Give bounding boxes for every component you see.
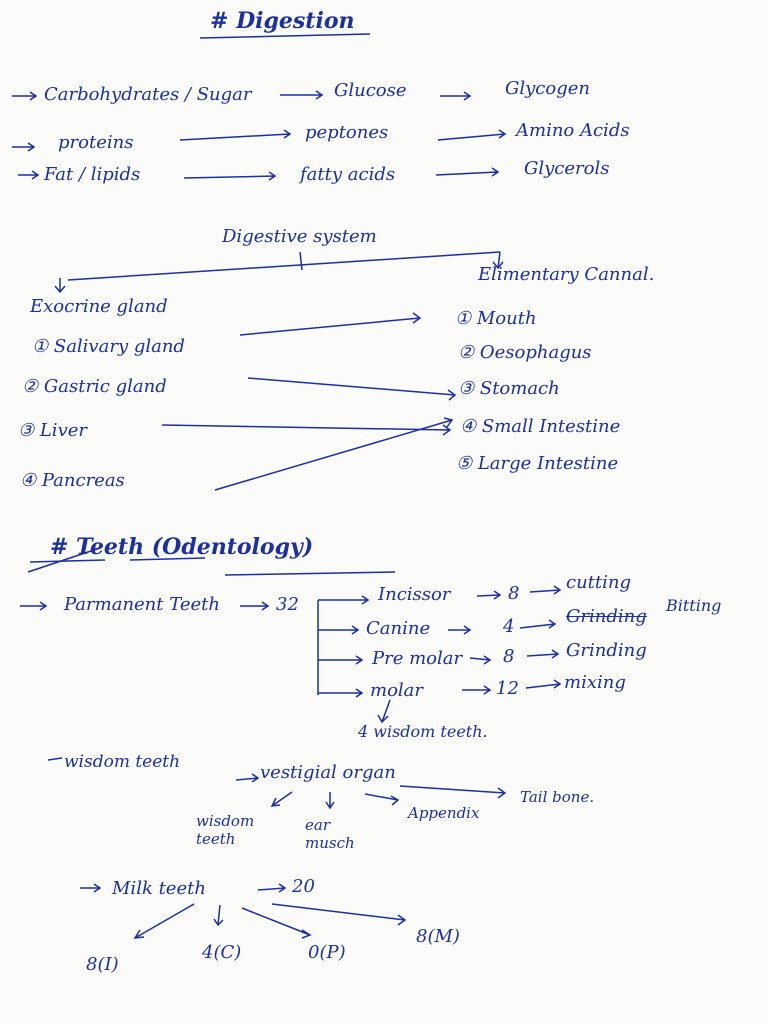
molar-count: 12 [496, 678, 519, 699]
amino-acids-label: Amino Acids [516, 120, 630, 141]
incisor-label: Incissor [378, 584, 451, 605]
canine-use: Bitting [666, 596, 722, 615]
permanent-teeth-label: Parmanent Teeth [64, 594, 220, 615]
teeth-title: # Teeth (Odentology) [50, 534, 314, 560]
wisdom-teeth-label: wisdom teeth [64, 752, 181, 772]
exocrine-item-gastric: ② Gastric gland [22, 376, 167, 397]
proteins-label: proteins [58, 132, 134, 153]
elementary-canal-title: Elimentary Cannal. [478, 264, 655, 285]
exocrine-gland-title: Exocrine gland [30, 296, 168, 317]
glucose-label: Glucose [334, 80, 407, 101]
vestigial-item-wisdom: wisdom teeth [196, 812, 255, 848]
elementary-item-stomach: ③ Stomach [458, 378, 560, 399]
molar-use: mixing [564, 672, 626, 693]
exocrine-item-pancreas: ④ Pancreas [20, 470, 125, 491]
elementary-item-mouth: ① Mouth [455, 308, 537, 329]
canine-use-struck: Grinding [566, 606, 647, 627]
milk-item-molar: 8(M) [416, 926, 460, 947]
glycogen-label: Glycogen [505, 78, 590, 99]
fat-lipids-label: Fat / lipids [44, 164, 141, 185]
elementary-item-oesophagus: ② Oesophagus [458, 342, 592, 363]
premolar-use: Grinding [566, 640, 647, 661]
canine-label: Canine [366, 618, 431, 639]
digestion-title: # Digestion [210, 8, 355, 34]
exocrine-item-liver: ③ Liver [18, 420, 87, 441]
canine-count: 4 [503, 616, 515, 637]
milk-item-premolar: 0(P) [308, 942, 346, 963]
peptones-label: peptones [305, 122, 389, 143]
premolar-label: Pre molar [372, 648, 463, 669]
milk-item-incisor: 8(I) [86, 954, 119, 975]
vestigial-item-ear: ear musch [305, 816, 355, 852]
milk-teeth-label: Milk teeth [112, 878, 206, 899]
glycerols-label: Glycerols [524, 158, 610, 179]
elementary-item-small-intestine: ④ Small Intestine [460, 416, 621, 437]
incisor-count: 8 [508, 583, 520, 604]
permanent-teeth-total: 32 [276, 594, 299, 615]
digestive-system-title: Digestive system [222, 226, 377, 247]
premolar-count: 8 [503, 646, 515, 667]
milk-item-canine: 4(C) [202, 942, 242, 963]
molar-label: molar [370, 680, 423, 701]
exocrine-item-salivary: ① Salivary gland [32, 336, 185, 357]
wisdom-teeth-count: 4 wisdom teeth. [358, 722, 488, 741]
incisor-use: cutting [566, 572, 632, 593]
elementary-item-large-intestine: ⑤ Large Intestine [456, 453, 619, 474]
carbohydrates-label: Carbohydrates / Sugar [44, 84, 252, 105]
vestigial-item-appendix: Appendix [408, 804, 480, 822]
vestigial-item-tailbone: Tail bone. [520, 788, 595, 806]
fatty-acids-label: fatty acids [300, 164, 396, 185]
vestigial-organ-label: vestigial organ [260, 762, 396, 783]
milk-teeth-total: 20 [292, 876, 315, 897]
